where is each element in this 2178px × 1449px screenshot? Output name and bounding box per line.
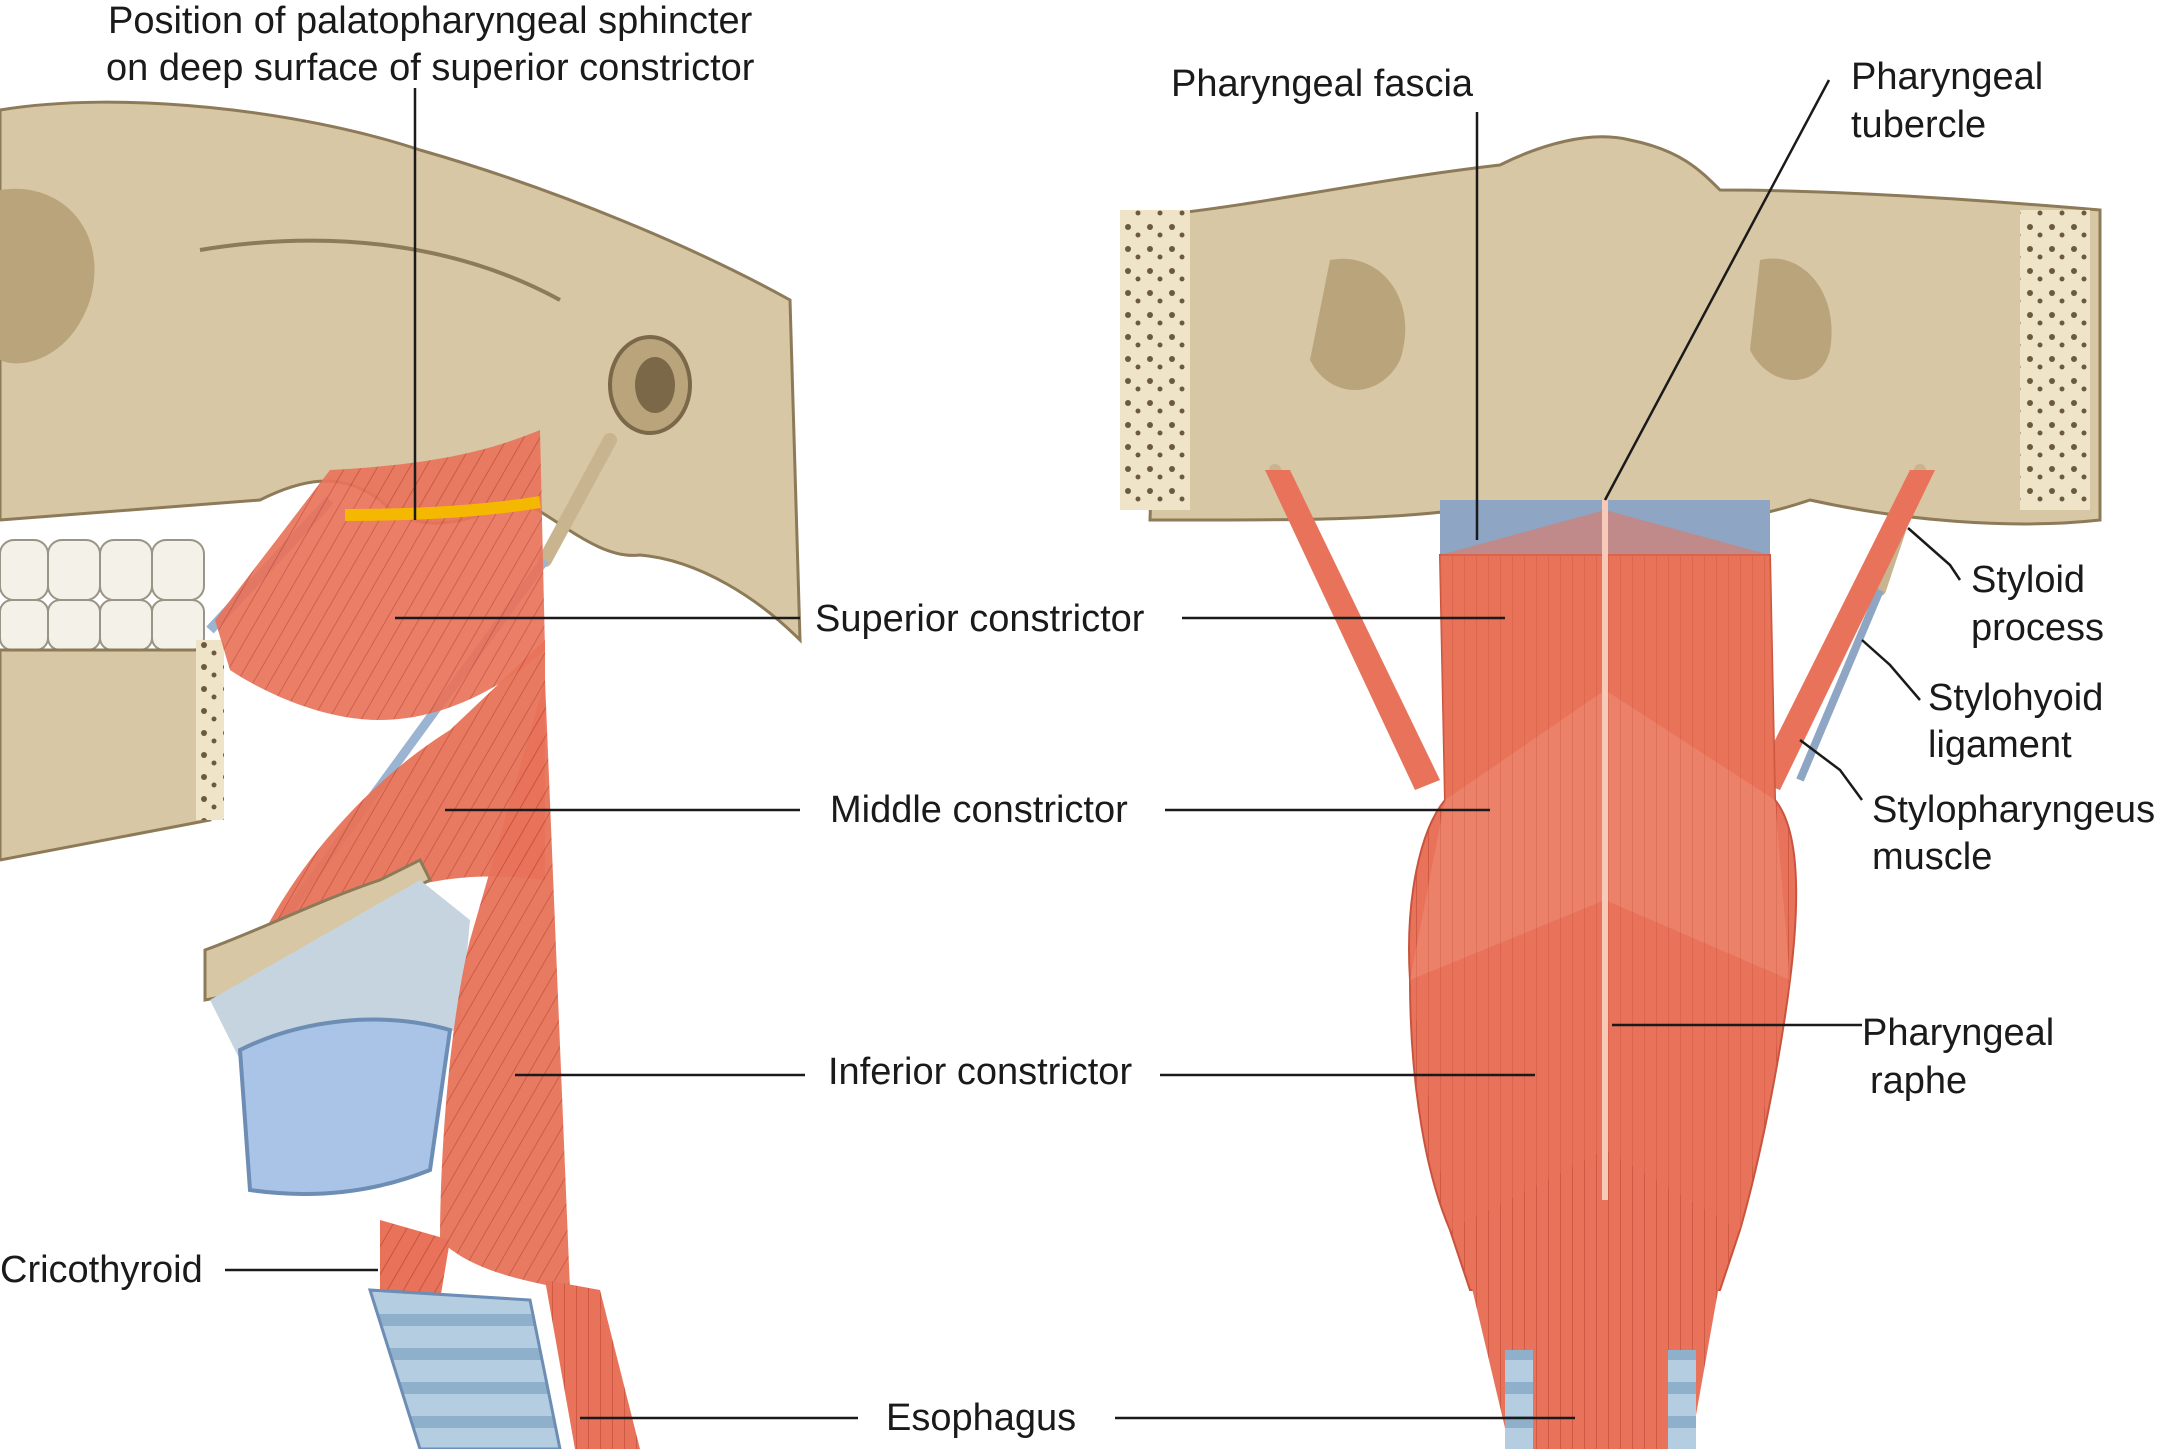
- leader-stylohyoid-ligament: [1861, 639, 1921, 701]
- cricothyroid-muscle: [380, 1220, 450, 1300]
- stylohyoid-ligament-right: [1796, 588, 1884, 782]
- leader-stylopharyngeus: [1799, 739, 1864, 801]
- label-styloid-process-line1: Styloid: [1971, 559, 2085, 601]
- superior-constrictor-muscle: [215, 430, 545, 720]
- thyrohyoid-membrane: [210, 880, 470, 1060]
- label-styloid-process-line2: process: [1971, 607, 2104, 649]
- label-pharyngeal-fascia: Pharyngeal fascia: [1171, 63, 1474, 105]
- styloid-process-lateral: [538, 433, 617, 567]
- zygomatic-arch: [199, 238, 561, 302]
- esophagus-lateral: [545, 1280, 640, 1449]
- middle-constrictor-muscle: [260, 640, 545, 940]
- posterior-view: [1120, 135, 2102, 1449]
- leader-lines: [225, 79, 1962, 1420]
- stylopharyngeus-muscle-left: [1265, 470, 1440, 790]
- stylopharyngeus-muscle-right: [1755, 470, 1935, 790]
- inferior-constrictor-posterior: [1410, 900, 1790, 1230]
- upper-teeth: [0, 539, 205, 601]
- label-stylopharyngeus-line1: Stylopharyngeus: [1872, 789, 2155, 831]
- label-inferior-constrictor: Inferior constrictor: [828, 1051, 1132, 1093]
- external-acoustic-meatus-inner: [635, 357, 675, 413]
- mandible-cut-surface: [196, 640, 224, 820]
- trachea-posterior-right: [1668, 1350, 1696, 1449]
- label-pharyngeal-raphe-line1: Pharyngeal: [1862, 1012, 2054, 1054]
- lateral-view: [0, 100, 802, 1449]
- label-palatopharyngeal-line1: Position of palatopharyngeal sphincter: [108, 0, 753, 42]
- label-pharyngeal-raphe-line2: raphe: [1870, 1060, 1967, 1102]
- trachea: [367, 1288, 562, 1449]
- inferior-constrictor-muscle: [440, 680, 570, 1290]
- label-palatopharyngeal-line2: on deep surface of superior constrictor: [106, 47, 755, 89]
- label-stylopharyngeus-line2: muscle: [1872, 836, 1992, 878]
- label-cricothyroid: Cricothyroid: [0, 1249, 203, 1291]
- thyroid-cartilage: [237, 1017, 453, 1196]
- mastoid-cut-right: [2020, 210, 2090, 510]
- trachea-posterior-left: [1505, 1350, 1533, 1449]
- label-pharyngeal-tubercle-line1: Pharyngeal: [1851, 56, 2043, 98]
- label-stylohyoid-ligament-line2: ligament: [1928, 724, 2072, 766]
- orbit-shadow: [0, 188, 95, 364]
- middle-constrictor-posterior: [1410, 690, 1790, 980]
- label-esophagus: Esophagus: [886, 1397, 1076, 1439]
- palatopharyngeal-sphincter-band: [344, 496, 541, 521]
- occipital-condyle-shadow-left: [1310, 258, 1406, 390]
- mastoid-cut-left: [1120, 210, 1190, 510]
- lower-teeth: [0, 599, 205, 651]
- label-stylohyoid-ligament-line1: Stylohyoid: [1928, 677, 2103, 719]
- leader-styloid-process: [1907, 527, 1962, 581]
- label-pharyngeal-tubercle-line2: tubercle: [1851, 104, 1986, 146]
- leader-pharyngeal-tubercle: [1603, 79, 1831, 501]
- occipital-condyle-shadow-right: [1750, 258, 1832, 380]
- cranial-base: [1148, 135, 2102, 526]
- label-middle-constrictor: Middle constrictor: [830, 789, 1128, 831]
- mandible: [0, 648, 212, 862]
- label-superior-constrictor: Superior constrictor: [815, 598, 1145, 640]
